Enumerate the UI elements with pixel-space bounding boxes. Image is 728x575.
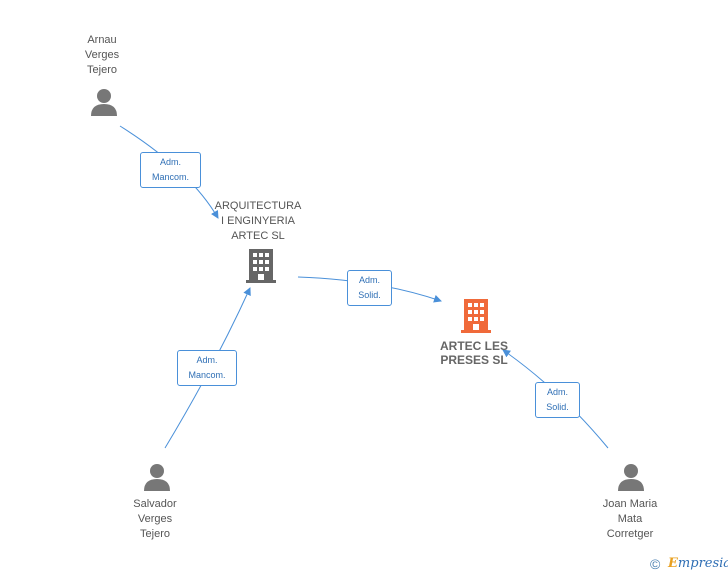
- relation-label-joan[interactable]: Adm. Solid.: [535, 382, 580, 418]
- building-icon[interactable]: [245, 248, 277, 284]
- person-name-arnau: Arnau Verges Tejero: [84, 34, 120, 76]
- brand-logo: Empresia: [668, 556, 728, 571]
- relation-label-salvador[interactable]: Adm. Mancom.: [177, 350, 237, 386]
- company-name-arquitectura[interactable]: ARQUITECTURA I ENGINYERIA ARTEC SL: [214, 200, 302, 242]
- building-icon-highlighted[interactable]: [460, 298, 492, 334]
- footer-brand: © Empresia: [650, 556, 728, 572]
- person-name-joan: Joan Maria Mata Corretger: [602, 498, 658, 540]
- person-icon[interactable]: [616, 462, 646, 492]
- relation-label-arnau[interactable]: Adm. Mancom.: [140, 152, 201, 188]
- relation-label-arquitectura-artec[interactable]: Adm. Solid.: [347, 270, 392, 306]
- company-name-artec-les-preses[interactable]: ARTEC LES PRESES SL: [439, 339, 508, 367]
- person-name-salvador: Salvador Verges Tejero: [133, 498, 177, 540]
- copyright-icon: ©: [650, 556, 661, 572]
- person-icon[interactable]: [89, 87, 119, 117]
- person-icon[interactable]: [142, 462, 172, 492]
